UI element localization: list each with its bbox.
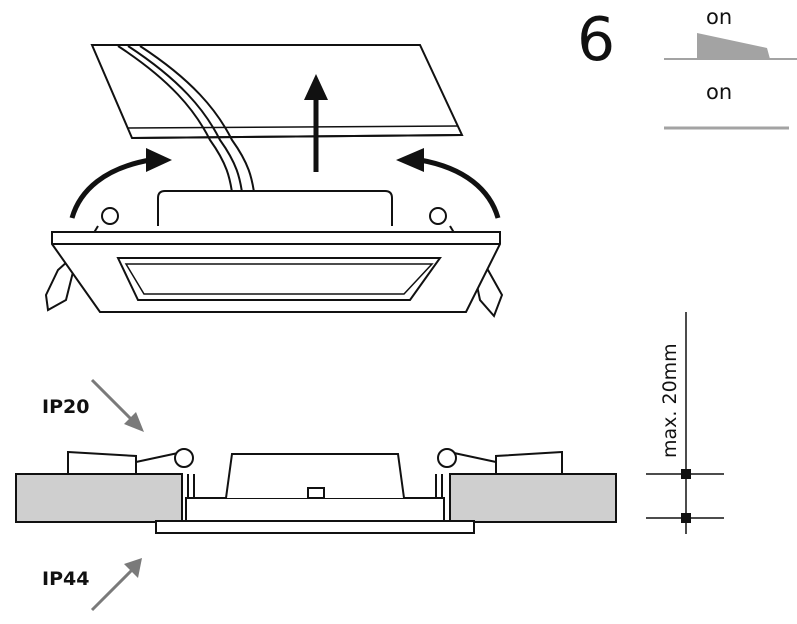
- lift-arrow: [304, 74, 328, 172]
- curved-arrow-left: [69, 148, 172, 219]
- power-cables: [117, 45, 255, 193]
- step-number: 6: [577, 5, 615, 75]
- legend: on on: [664, 5, 797, 130]
- dimension-label: max. 20mm: [659, 343, 681, 458]
- thickness-dimension: [646, 312, 724, 534]
- ip44-label: IP44: [42, 568, 89, 590]
- ip20-arrow: [90, 378, 144, 432]
- ceiling-section-right: [449, 473, 617, 523]
- section-clip-right: [437, 448, 563, 475]
- step-number-text: 6: [577, 5, 615, 75]
- legend-top-label: on: [706, 5, 732, 29]
- ip44-arrow: [90, 558, 142, 612]
- ceiling-panel: [90, 44, 464, 140]
- ip20-label: IP20: [42, 396, 89, 418]
- driver-box: [157, 190, 393, 226]
- downlight-frame: [51, 231, 501, 313]
- section-clip-left: [67, 448, 194, 475]
- curved-arrow-right: [396, 148, 501, 219]
- ceiling-section-left: [15, 473, 183, 523]
- legend-bottom-label: on: [706, 80, 732, 104]
- downlight-section: [155, 453, 475, 534]
- legend-top-swatch: [697, 33, 770, 59]
